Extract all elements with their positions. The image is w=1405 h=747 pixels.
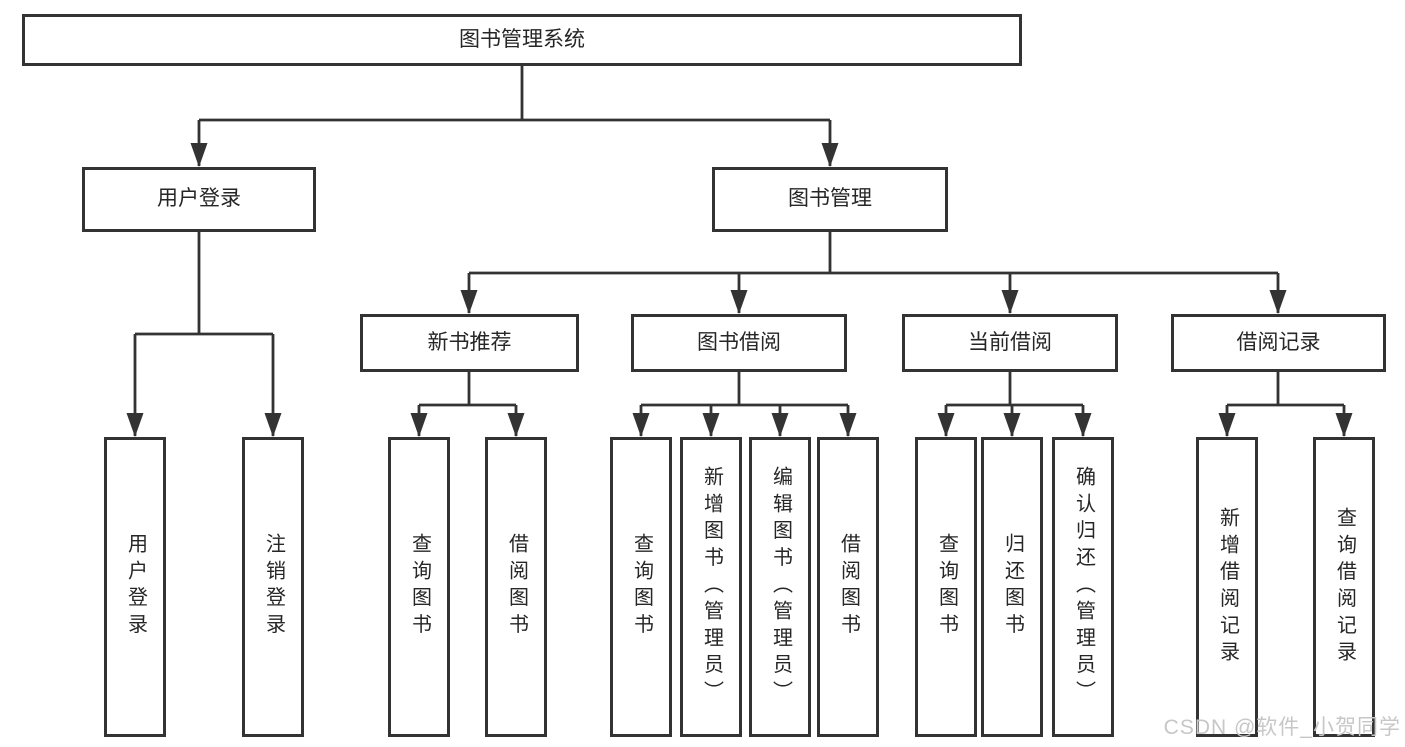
leaf-query-books-current: 查询图书 <box>915 437 977 737</box>
leaf-borrow-books-borrow: 借阅图书 <box>817 437 879 737</box>
node-new-book-recommend: 新书推荐 <box>360 314 579 372</box>
connector-current-borrow-children <box>937 372 1092 437</box>
connector-root-to-level2 <box>190 66 839 167</box>
leaf-query-books-recommend: 查询图书 <box>388 437 450 737</box>
leaf-query-borrow-record: 查询借阅记录 <box>1313 437 1375 737</box>
node-root-system: 图书管理系统 <box>22 14 1022 66</box>
node-book-management: 图书管理 <box>712 167 948 232</box>
leaf-return-books: 归还图书 <box>981 437 1043 737</box>
leaf-logout: 注销登录 <box>242 437 304 737</box>
connector-book-borrow-children <box>632 372 857 437</box>
leaf-query-books-borrow: 查询图书 <box>610 437 672 737</box>
leaf-add-borrow-record: 新增借阅记录 <box>1196 437 1258 737</box>
node-current-borrow: 当前借阅 <box>902 314 1118 372</box>
connector-borrow-records-children <box>1218 372 1353 437</box>
leaf-borrow-books-recommend: 借阅图书 <box>485 437 547 737</box>
node-user-login: 用户登录 <box>82 167 316 232</box>
leaf-user-login: 用户登录 <box>104 437 166 737</box>
leaf-confirm-return-admin: 确认归还（管理员） <box>1052 437 1114 737</box>
connector-book-mgmt-children <box>460 232 1287 314</box>
node-borrow-records: 借阅记录 <box>1171 314 1386 372</box>
connector-new-book-rec-children <box>410 372 525 437</box>
leaf-edit-books-admin: 编辑图书（管理员） <box>749 437 811 737</box>
connector-user-login-children <box>126 232 282 437</box>
node-book-borrow: 图书借阅 <box>631 314 847 372</box>
leaf-add-books-admin: 新增图书（管理员） <box>680 437 742 737</box>
